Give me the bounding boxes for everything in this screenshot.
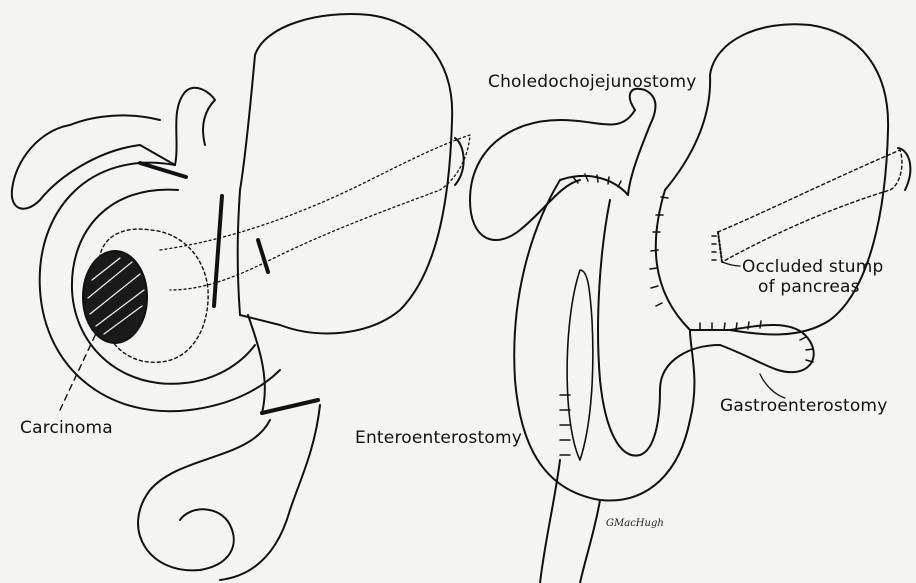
bile-duct-right [628,89,655,195]
label-occluded-stump-line2: of pancreas [758,277,860,297]
artist-signature: GMacHugh [606,518,664,529]
common-bile-duct-left [175,88,215,165]
enteroenterostomy-lumen [567,270,593,460]
pancreas-body [160,135,470,290]
jejunum-left [138,420,270,570]
label-gastroenterostomy: Gastroenterostomy [720,396,887,416]
label-enteroenterostomy: Enteroenterostomy [355,428,522,448]
stomach-left [240,14,452,333]
duodenum-left [40,163,280,412]
pancreas-stump [718,150,902,262]
label-carcinoma: Carcinoma [20,418,113,438]
label-occluded-stump-line1: Occluded stump [742,257,883,277]
carcinoma-mass [83,251,147,343]
resection-lines [140,163,318,413]
jejunal-limb [470,110,635,200]
preoperative-anatomy [12,14,470,580]
postoperative-anatomy [470,24,910,583]
label-choledochojejunostomy: Choledochojejunostomy [488,72,697,92]
